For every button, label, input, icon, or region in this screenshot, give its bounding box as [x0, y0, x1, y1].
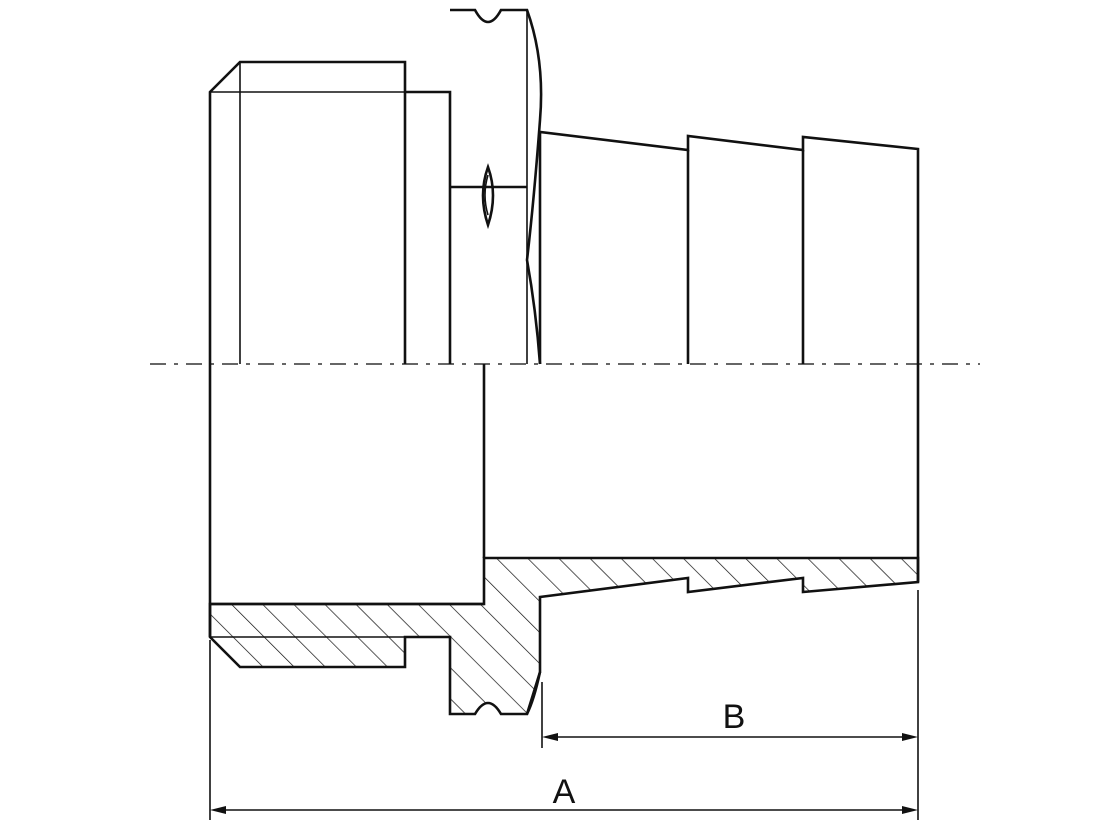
- dimension-B: B: [541, 682, 918, 748]
- hex-notch-inner: [484, 174, 489, 216]
- section-outer-outline: [208, 364, 920, 637]
- hex-section-edge: [525, 671, 542, 715]
- section-hatch-area: [208, 556, 920, 716]
- arrow-A-left: [210, 806, 226, 814]
- hex-collar-outline: [450, 8, 543, 365]
- dimension-A: A: [209, 590, 919, 820]
- barb-section-outline: [538, 130, 920, 364]
- exterior-view-upper-half: [208, 8, 920, 365]
- arrow-B-left: [542, 733, 558, 741]
- dimension-label-A: A: [553, 773, 576, 811]
- section-view-lower-half: [208, 364, 920, 716]
- arrow-A-right: [902, 806, 918, 814]
- arrow-B-right: [902, 733, 918, 741]
- dimension-label-B: B: [723, 698, 746, 736]
- hex-notch-mark: [481, 163, 495, 230]
- neck-outline: [405, 90, 452, 364]
